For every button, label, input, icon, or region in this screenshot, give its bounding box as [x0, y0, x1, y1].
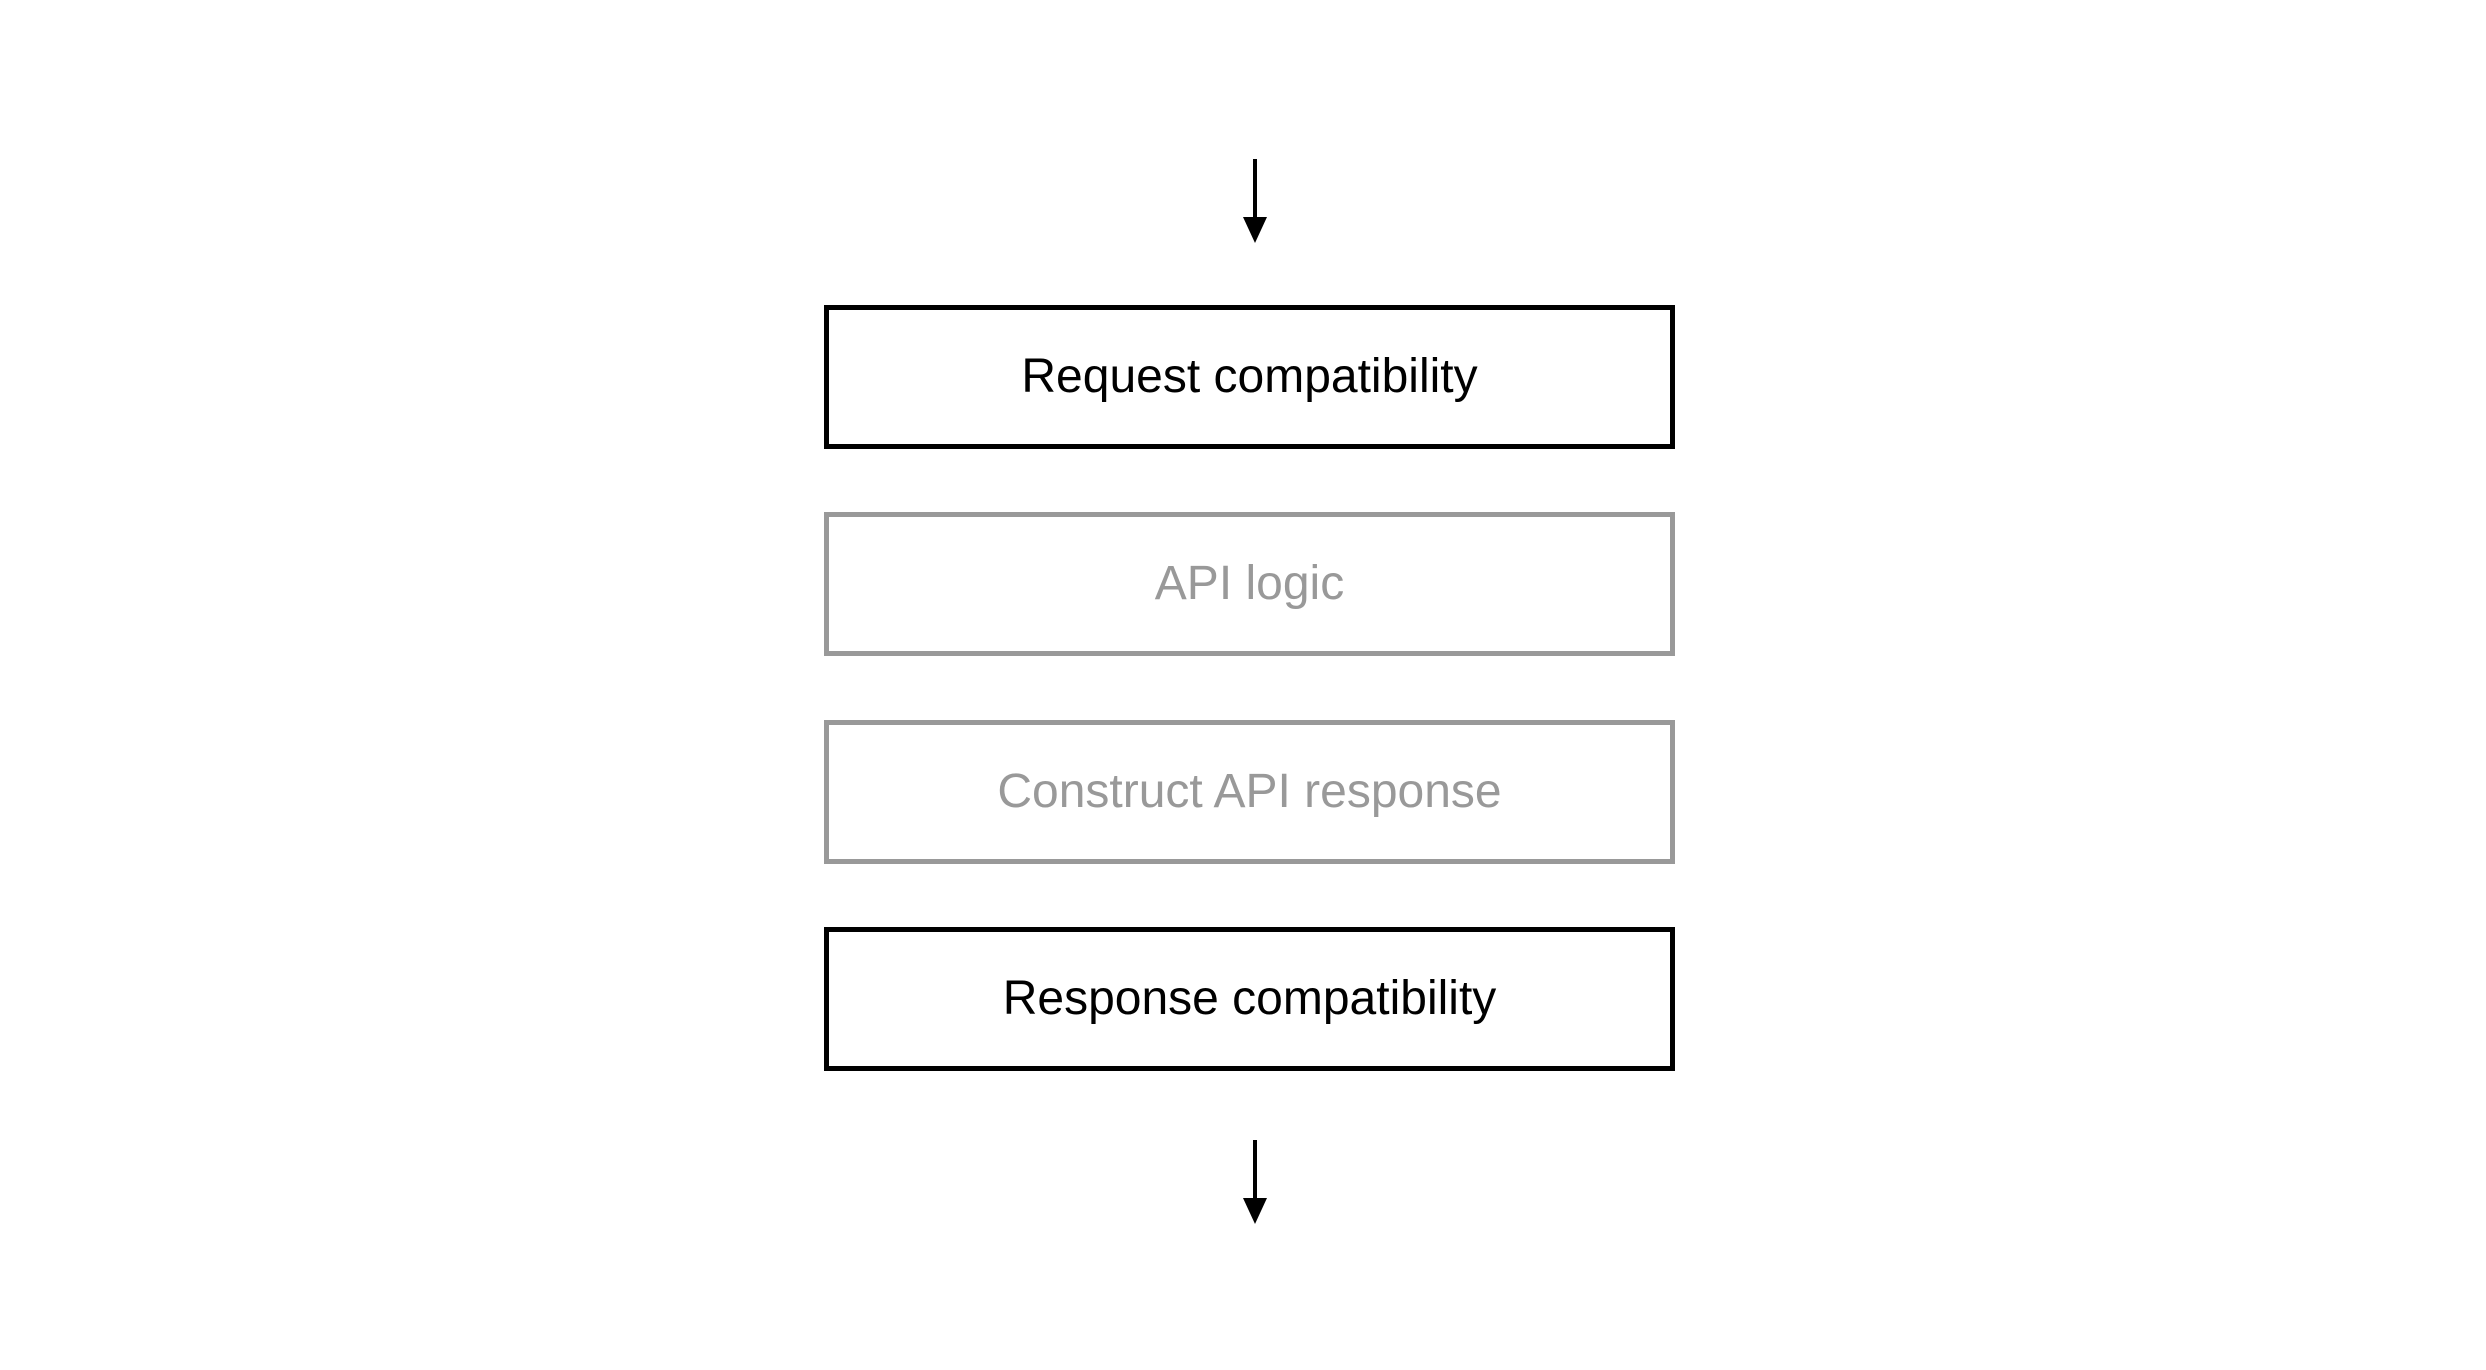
stage-construct-api-response: Construct API response: [824, 720, 1675, 864]
stage-label: Request compatibility: [1021, 350, 1478, 403]
stage-label: API logic: [1154, 557, 1345, 610]
stage-label: Response compatibility: [1002, 972, 1497, 1025]
stage-request-compatibility: Request compatibility: [824, 305, 1675, 449]
arrow-down-icon: [1243, 159, 1267, 243]
stage-api-logic: API logic: [824, 512, 1675, 656]
stage-label: Construct API response: [997, 765, 1502, 818]
arrow-down-icon: [1243, 1140, 1267, 1224]
stage-response-compatibility: Response compatibility: [824, 927, 1675, 1071]
